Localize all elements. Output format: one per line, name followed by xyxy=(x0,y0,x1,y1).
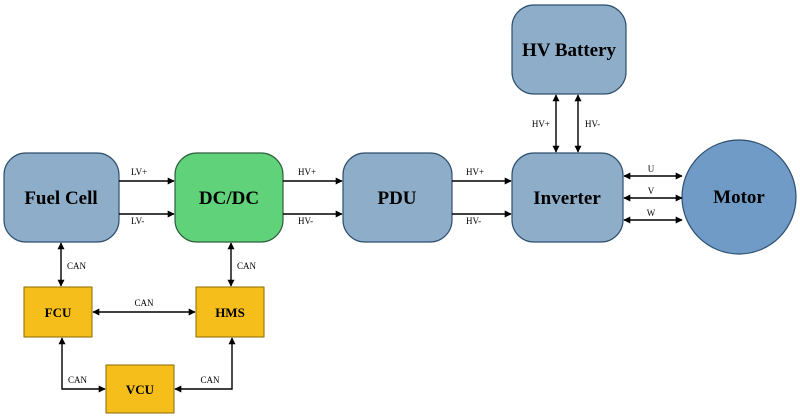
fcu-vcu-can-label: CAN xyxy=(68,375,88,385)
fcu-vcu-can-arrow xyxy=(58,337,106,393)
dcdc-label: DC/DC xyxy=(199,188,259,209)
fcu-hms-can-label: CAN xyxy=(134,298,154,308)
fcu-block: FCU xyxy=(23,286,93,338)
pdu-label: PDU xyxy=(377,188,416,209)
hms-vcu-can-arrow xyxy=(174,337,236,393)
phase-u-label: U xyxy=(648,164,655,174)
hv-battery-label: HV Battery xyxy=(522,40,617,61)
dcdc-hv-minus-label: HV- xyxy=(298,216,313,226)
pdu-block: PDU xyxy=(342,152,453,243)
fuel-cell-label: Fuel Cell xyxy=(24,188,97,209)
hms-block: HMS xyxy=(195,286,265,338)
hms-label: HMS xyxy=(215,305,245,320)
hv-battery-block: HV Battery xyxy=(511,4,627,95)
lv-plus-label: LV+ xyxy=(131,167,147,177)
pdu-hv-minus-label: HV- xyxy=(466,216,481,226)
dcdc-hv-plus-label: HV+ xyxy=(298,167,316,177)
battery-hv-minus-label: HV- xyxy=(585,119,600,129)
inverter-block: Inverter xyxy=(511,152,624,243)
hms-vcu-can-label: CAN xyxy=(200,375,220,385)
dcdc-block: DC/DC xyxy=(174,152,284,243)
vcu-label: VCU xyxy=(126,382,155,397)
pdu-hv-plus-label: HV+ xyxy=(466,167,484,177)
lv-minus-label: LV- xyxy=(131,216,144,226)
motor-label: Motor xyxy=(713,187,765,208)
fuel-cell-block: Fuel Cell xyxy=(3,152,120,243)
dcdc-hms-can-label: CAN xyxy=(237,261,257,271)
vcu-block: VCU xyxy=(105,364,175,414)
phase-w-label: W xyxy=(647,208,656,218)
battery-hv-plus-label: HV+ xyxy=(532,119,550,129)
fc-fcu-can-label: CAN xyxy=(67,261,87,271)
fcu-label: FCU xyxy=(45,305,72,320)
inverter-label: Inverter xyxy=(533,188,601,209)
phase-v-label: V xyxy=(648,186,655,196)
motor-block: Motor xyxy=(681,139,797,255)
